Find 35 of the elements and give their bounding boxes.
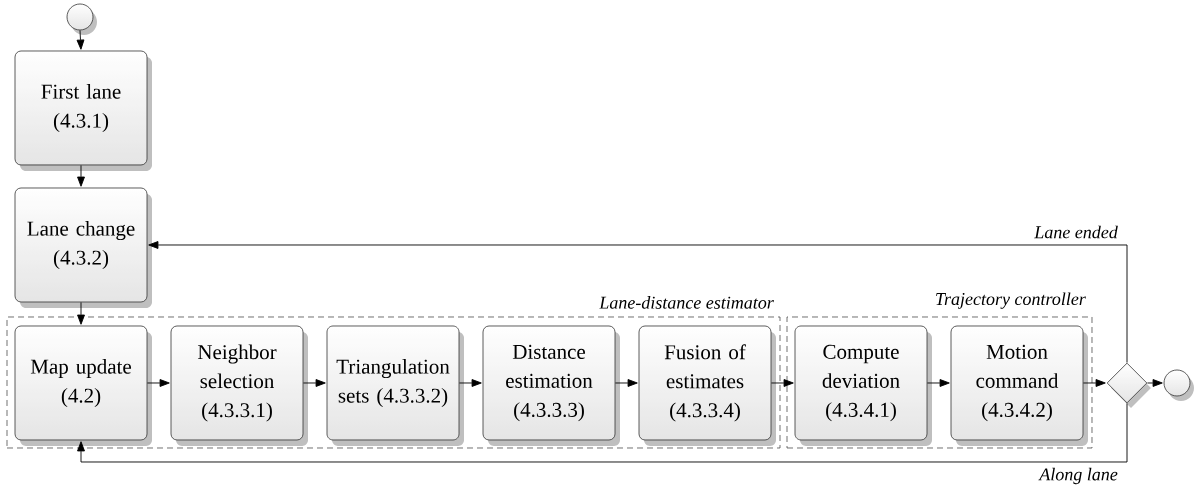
- arrow: [770, 379, 794, 387]
- start-end-circle: [1163, 369, 1194, 401]
- process-box: Motion command (4.3.4.2): [950, 325, 1088, 446]
- process-box: Compute deviation (4.3.4.1): [794, 325, 932, 446]
- node-label: Distance estimation (4.3.3.3): [506, 344, 593, 422]
- process-box: Neighbor selection (4.3.3.1): [170, 325, 308, 446]
- node-label: Compute deviation (4.3.4.1): [822, 344, 900, 422]
- process-box: Distance estimation (4.3.3.3): [482, 325, 620, 446]
- arrow: [77, 164, 85, 187]
- arrow: [1082, 379, 1106, 387]
- arrow: [77, 402, 1128, 463]
- arrow: [614, 379, 638, 387]
- arrow: [458, 379, 482, 387]
- edge-label: Lane ended: [1032, 223, 1120, 241]
- node-label: Trajectory controller: [936, 292, 1086, 309]
- node-label: Neighbor selection (4.3.3.1): [197, 344, 277, 422]
- edge-label: Along lane: [1037, 465, 1120, 487]
- process-box: First lane (4.3.1): [14, 50, 152, 171]
- node-label: Fusion of estimates (4.3.3.4): [664, 344, 746, 422]
- node-label: Triangulation sets (4.3.3.2): [336, 358, 450, 408]
- arrow: [1146, 379, 1163, 387]
- arrow: [302, 379, 326, 387]
- process-box: Fusion of estimates (4.3.3.4): [638, 325, 776, 446]
- arrow: [76, 29, 85, 50]
- arrow: [926, 379, 950, 387]
- node-label: Lane-distance estimator: [599, 296, 774, 309]
- decision-diamond: [1106, 362, 1151, 408]
- process-box: Lane change (4.3.2): [14, 187, 152, 308]
- process-box: Triangulation sets (4.3.3.2): [326, 325, 464, 446]
- arrow: [148, 241, 1128, 364]
- node-label: Motion command (4.3.4.2): [976, 344, 1059, 422]
- arrow: [146, 379, 170, 387]
- arrow: [77, 301, 85, 325]
- start-end-circle: [66, 3, 97, 35]
- process-box: Map update (4.2): [14, 325, 152, 446]
